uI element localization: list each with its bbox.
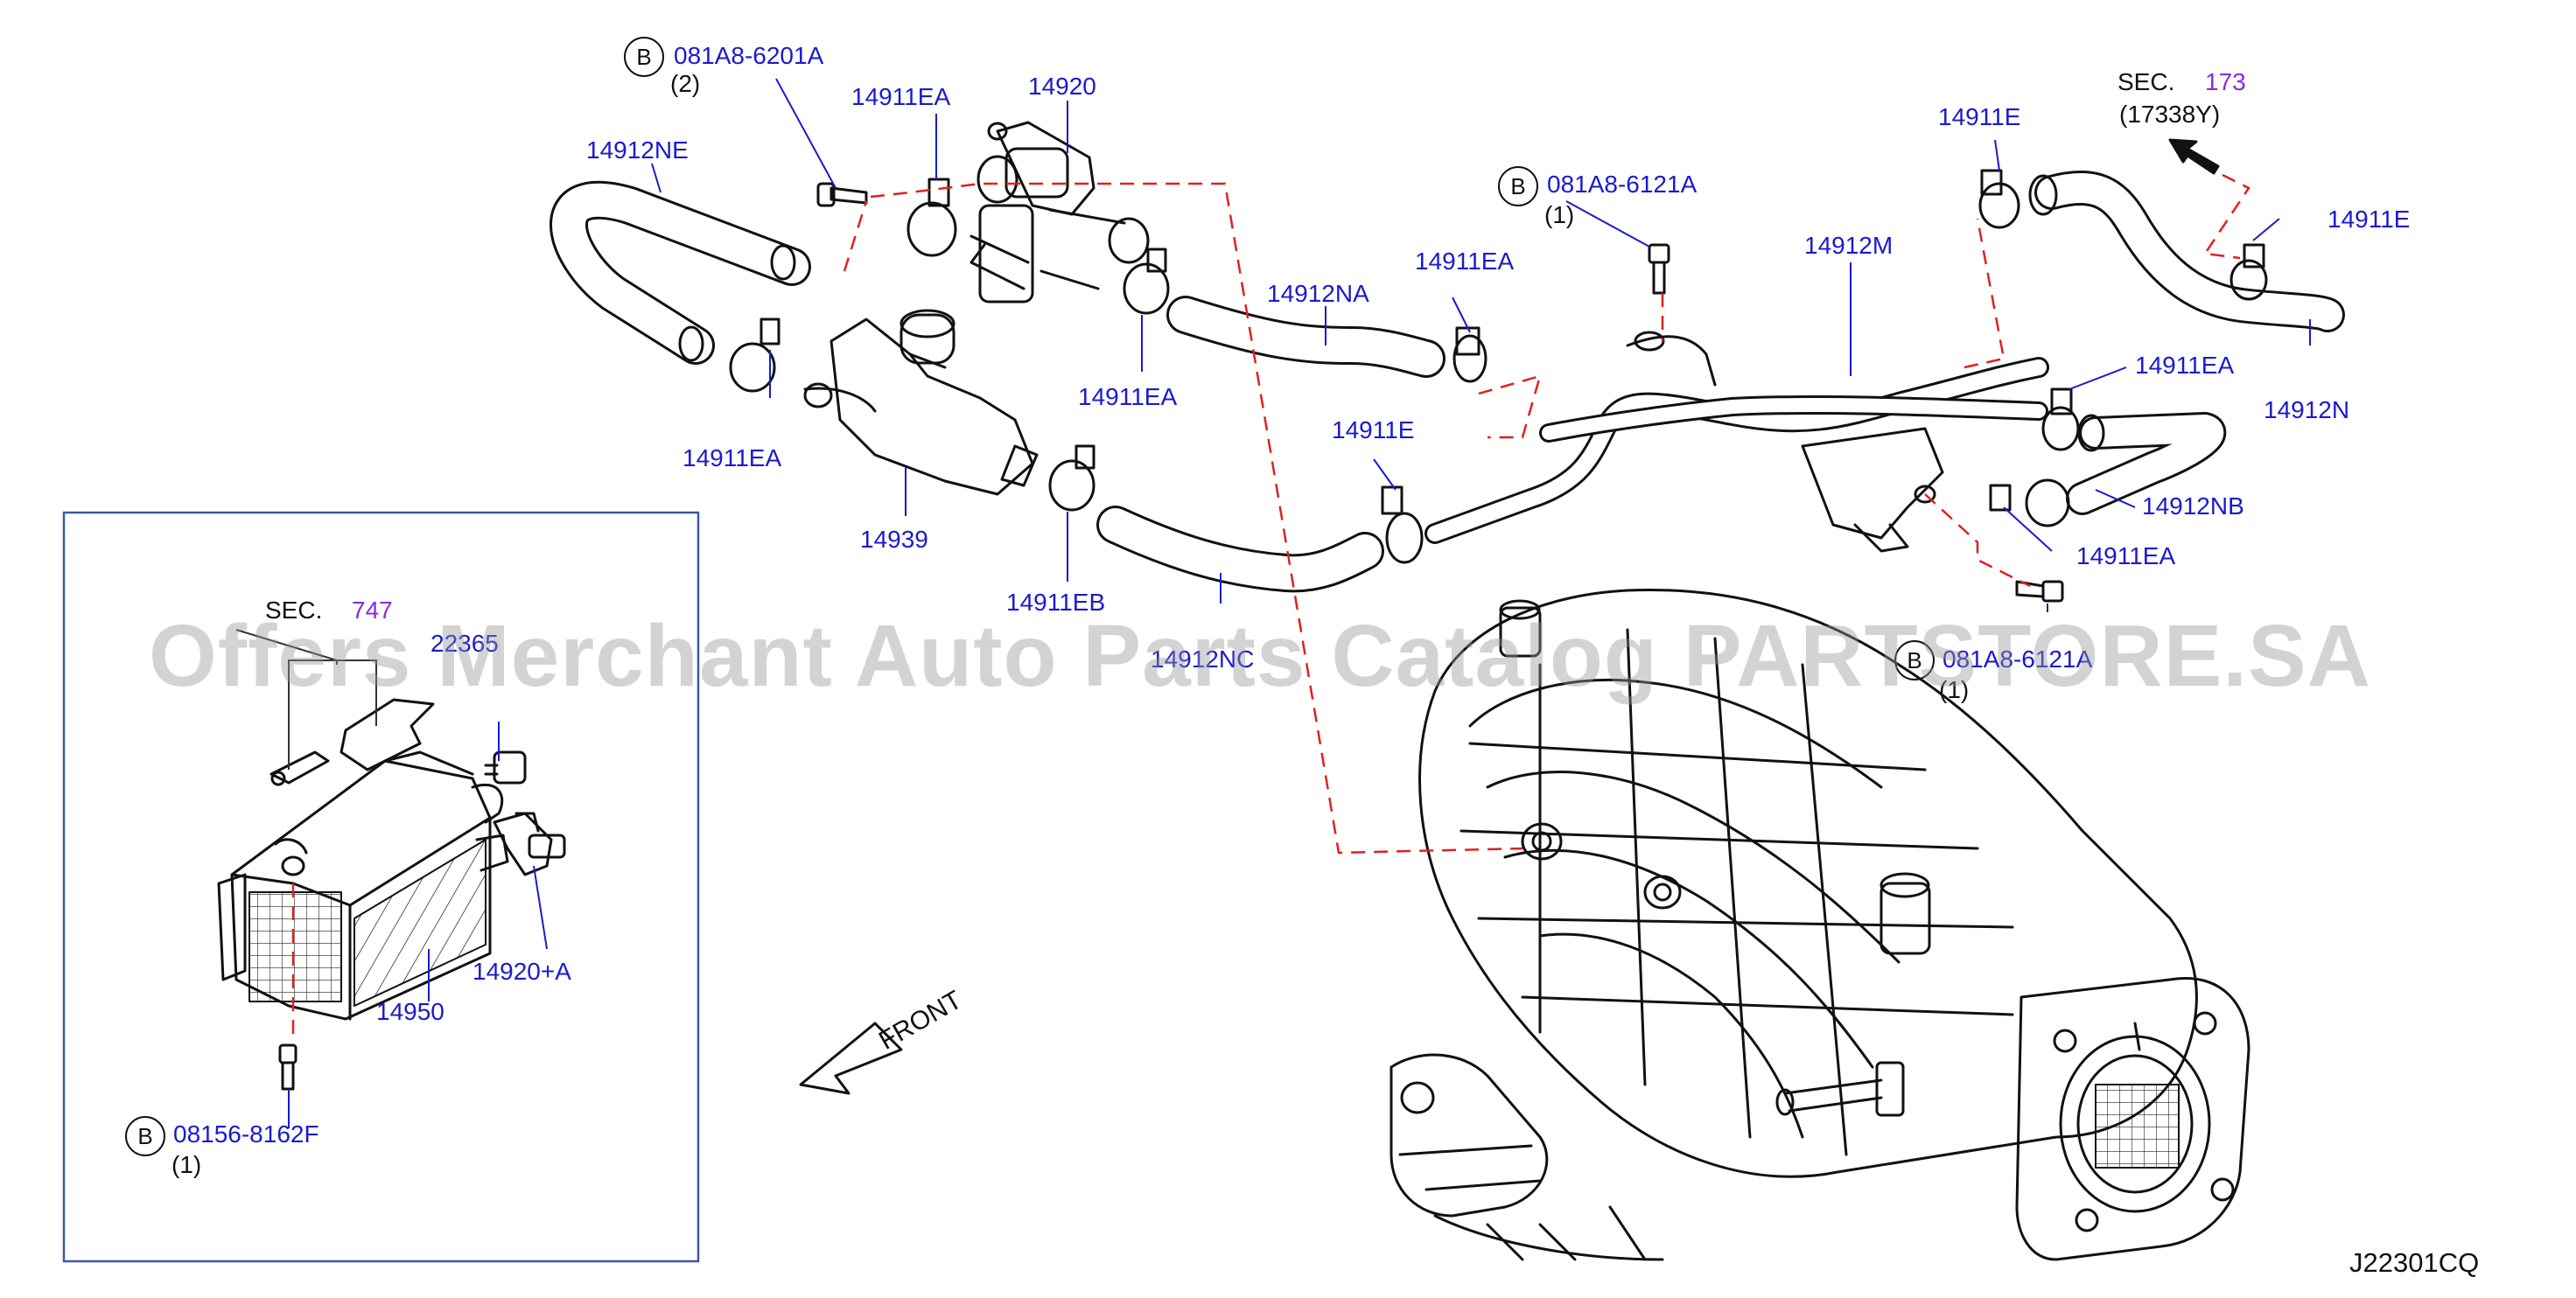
part-14911e-2[interactable]: 14911E xyxy=(1938,103,2021,130)
part-14912n[interactable]: 14912N xyxy=(2264,396,2350,423)
part-14911eb[interactable]: 14911EB xyxy=(1006,589,1106,616)
valve-14920a-shape xyxy=(484,750,566,876)
bracket-22365-shape xyxy=(270,698,435,786)
bolt-qty-4: (1) xyxy=(172,1151,202,1178)
part-14911ea-3[interactable]: 14911EA xyxy=(1078,383,1178,410)
leader-lines xyxy=(288,78,2311,1128)
part-14912nc[interactable]: 14912NC xyxy=(1151,646,1255,673)
hose-14912nc-shape xyxy=(1096,485,1424,593)
bolt-part-number-4[interactable]: 08156-8162F xyxy=(173,1120,319,1148)
bolt-circle-b-1: B xyxy=(624,37,664,77)
valve-14939-shape xyxy=(803,309,1096,512)
sec-747-number[interactable]: 747 xyxy=(352,597,393,624)
part-22365[interactable]: 22365 xyxy=(430,630,499,657)
part-14912na[interactable]: 14912NA xyxy=(1267,280,1369,307)
alignment-lines xyxy=(291,173,2250,1041)
part-14920a[interactable]: 14920+A xyxy=(472,958,571,985)
part-14939[interactable]: 14939 xyxy=(860,526,928,553)
part-14911ea-2[interactable]: 14911EA xyxy=(682,444,782,471)
sec-173-sub: (17338Y) xyxy=(2119,101,2221,128)
diagram-code: J22301CQ xyxy=(2349,1247,2480,1278)
sec-173-prefix: SEC. xyxy=(2118,68,2175,95)
canister-14950-shape xyxy=(217,750,509,1021)
pipe-14912m-shape xyxy=(1424,331,2049,553)
part-14912m[interactable]: 14912M xyxy=(1804,232,1894,259)
bolt-circle-b-3: B xyxy=(1894,640,1935,680)
bolt-circle-b-2: B xyxy=(1498,166,1538,206)
part-14920[interactable]: 14920 xyxy=(1028,73,1096,100)
sec-173-number[interactable]: 173 xyxy=(2205,68,2246,95)
part-14911e-1[interactable]: 14911E xyxy=(1332,416,1415,443)
bolt-qty-1: (2) xyxy=(670,70,701,97)
valve-14920-shape xyxy=(970,121,1170,315)
watermark: Offers Merchant Auto Parts Catalog PARTS… xyxy=(149,607,2371,705)
hose-14912nb-shape xyxy=(1989,387,2227,527)
bolt-part-number-1[interactable]: 081A8-6201A xyxy=(674,42,824,69)
part-14912nb[interactable]: 14912NB xyxy=(2142,492,2244,520)
canister-inset-frame xyxy=(62,511,700,1263)
part-14911ea-5[interactable]: 14911EA xyxy=(2135,352,2235,379)
front-arrow-shape xyxy=(799,1022,903,1095)
part-14911e-3[interactable]: 14911E xyxy=(2328,206,2411,233)
bolt-circle-b-4: B xyxy=(125,1116,165,1156)
sec-747-prefix: SEC. xyxy=(265,597,323,624)
sec-173-arrow-shape xyxy=(2168,138,2220,175)
intake-manifold-shape xyxy=(1390,589,2250,1261)
part-14911ea-6[interactable]: 14911EA xyxy=(2076,542,2176,569)
sec-747-leader xyxy=(235,629,377,770)
bolt-qty-3: (1) xyxy=(1939,676,1970,703)
part-14911ea-4[interactable]: 14911EA xyxy=(1415,248,1515,275)
part-14950[interactable]: 14950 xyxy=(376,998,444,1025)
bolt-part-number-2[interactable]: 081A8-6121A xyxy=(1547,171,1698,198)
hose-14912ne-shape xyxy=(550,180,811,365)
hose-14912na-shape xyxy=(1166,296,1488,383)
clamp-14911ea-a-shape xyxy=(729,178,957,393)
bolt-qty-2: (1) xyxy=(1544,201,1575,228)
hose-14912n-shape xyxy=(1978,169,2345,332)
bolt-part-number-3[interactable]: 081A8-6121A xyxy=(1942,646,2093,673)
part-14912ne[interactable]: 14912NE xyxy=(586,136,689,164)
part-14911ea-1[interactable]: 14911EA xyxy=(851,83,951,110)
